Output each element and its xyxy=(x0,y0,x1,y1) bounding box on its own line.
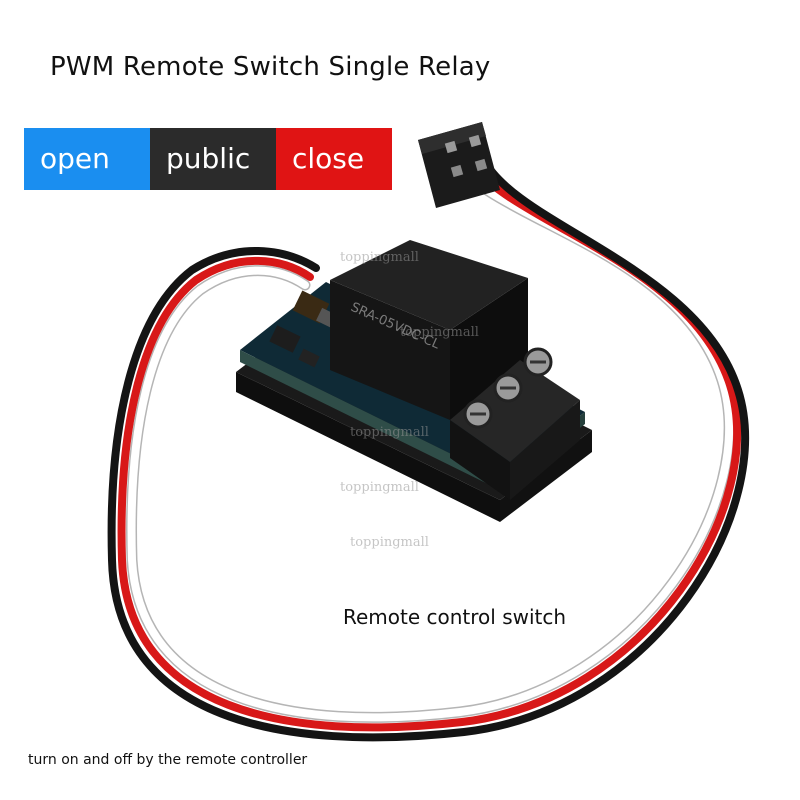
watermark: toppingmall xyxy=(400,325,479,340)
terminal-block xyxy=(450,347,580,500)
relay-cube: SRA-05VDC-CL xyxy=(330,240,528,420)
watermark: toppingmall xyxy=(350,425,429,440)
terminal-labels: open public close xyxy=(24,128,392,190)
watermark: toppingmall xyxy=(340,480,419,495)
label-public: public xyxy=(150,128,276,190)
footer-caption: turn on and off by the remote controller xyxy=(28,752,308,768)
label-close: close xyxy=(276,128,392,190)
label-open: open xyxy=(24,128,150,190)
subtitle: Remote control switch xyxy=(343,605,567,629)
servo-connector xyxy=(418,122,500,208)
watermark: toppingmall xyxy=(350,535,429,550)
product-title: PWM Remote Switch Single Relay xyxy=(50,52,491,82)
watermark: toppingmall xyxy=(340,250,419,265)
